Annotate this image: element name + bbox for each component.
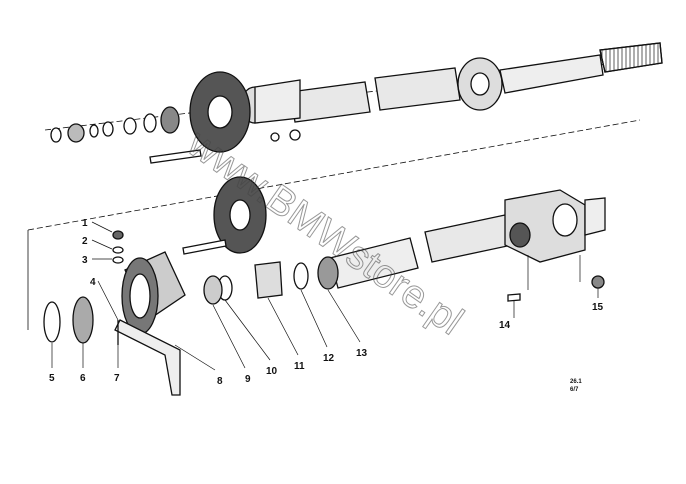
callout-labels: 1 2 3 4 5 6 7 8 9 10 11 12 13 14 15 <box>49 218 604 387</box>
label-12: 12 <box>323 353 335 364</box>
label-5: 5 <box>49 373 55 384</box>
label-8: 8 <box>217 376 223 387</box>
leader-lines <box>51 221 599 371</box>
label-15: 15 <box>592 302 604 313</box>
label-9: 9 <box>245 374 251 385</box>
reference-code: 26.1 <box>570 379 582 385</box>
label-3: 3 <box>82 255 88 266</box>
upper-shaft-assembly <box>44 42 663 164</box>
label-14: 14 <box>499 320 511 331</box>
reference-page: 6/7 <box>570 387 579 393</box>
label-6: 6 <box>80 373 86 384</box>
label-11: 11 <box>294 361 305 372</box>
lower-shaft-assembly <box>27 119 641 396</box>
label-10: 10 <box>266 366 278 377</box>
label-4: 4 <box>90 277 96 288</box>
label-2: 2 <box>82 236 88 247</box>
label-13: 13 <box>356 348 368 359</box>
label-1: 1 <box>82 218 88 229</box>
label-7: 7 <box>114 373 120 384</box>
